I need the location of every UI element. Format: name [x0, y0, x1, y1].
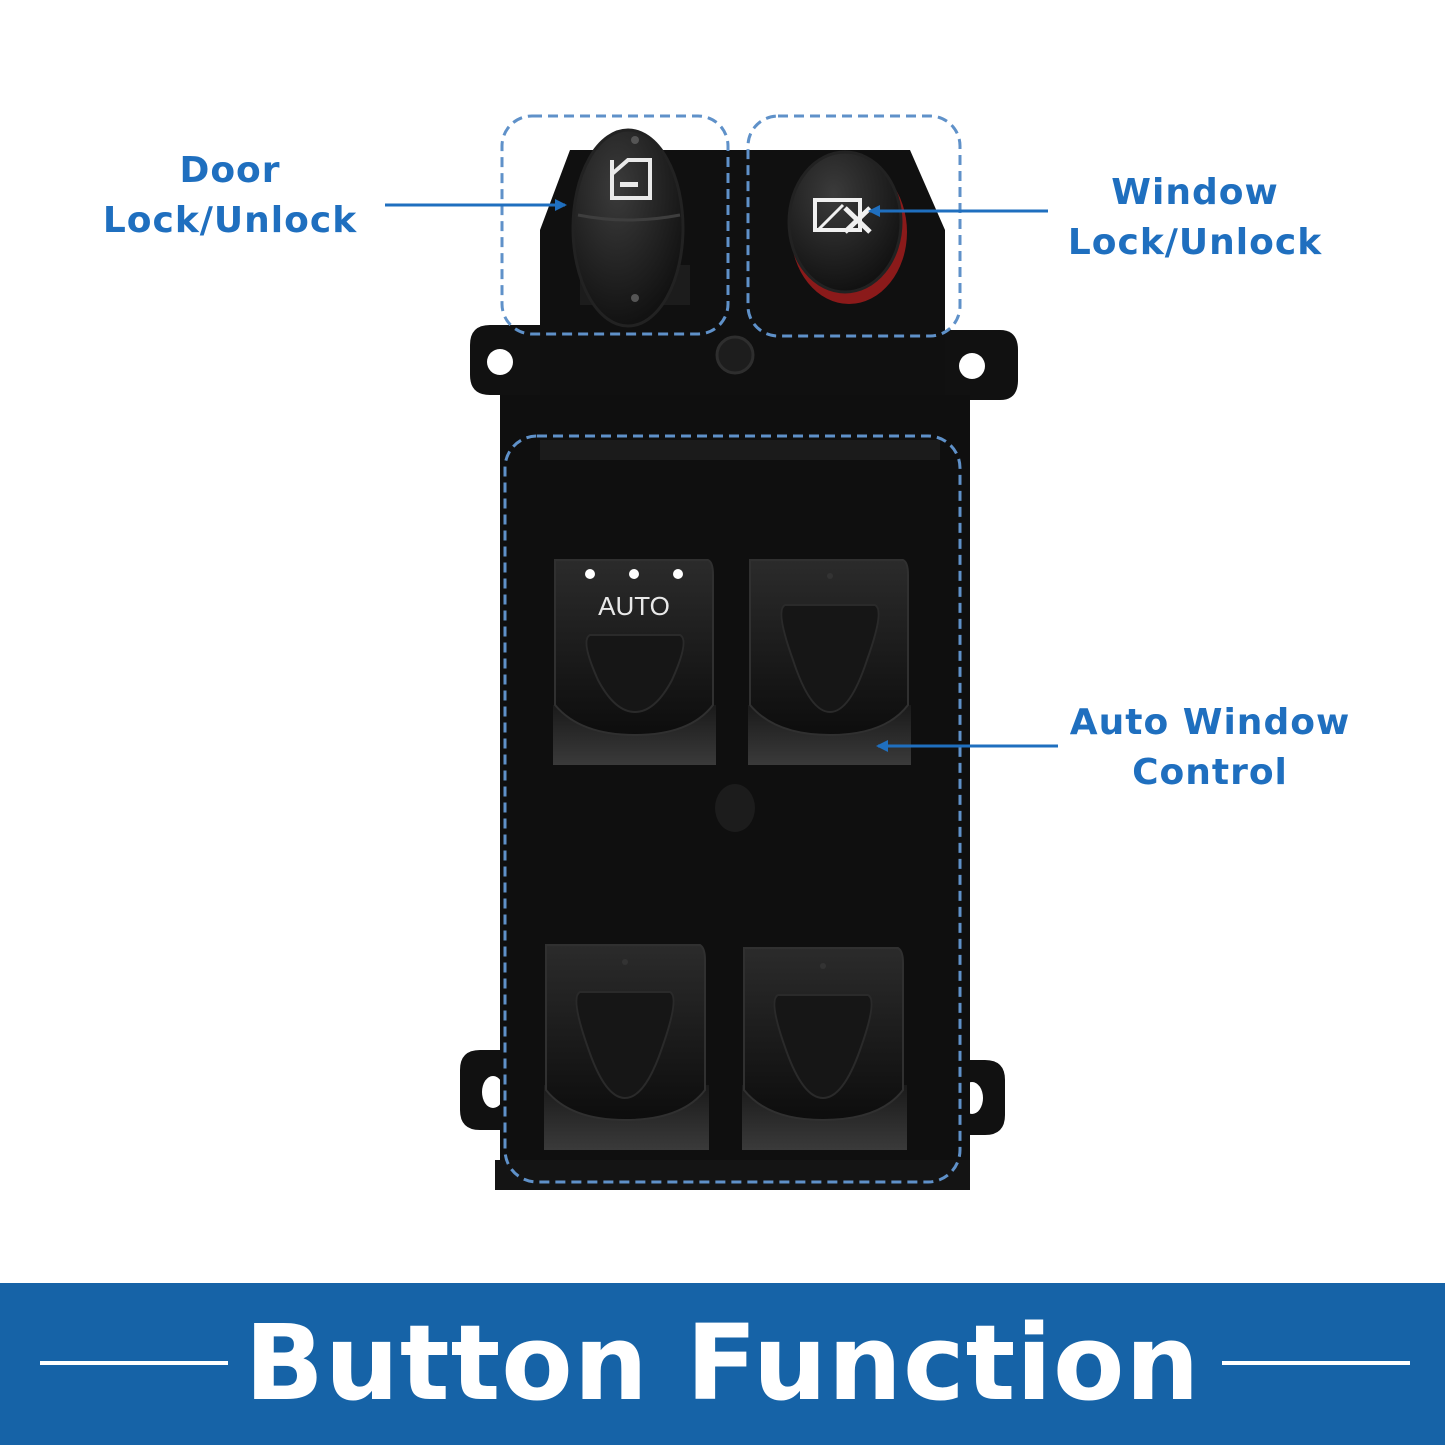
door-lock-highlight [500, 114, 730, 336]
banner-rule-right [1222, 1361, 1410, 1365]
window-switch-rear-right[interactable] [742, 947, 907, 1150]
auto-indicator-dot [629, 569, 639, 579]
window-lock-callout-line1: Window [1111, 172, 1279, 213]
auto-indicator-dot [585, 569, 595, 579]
banner-title: Button Function [244, 1302, 1201, 1424]
window-switch-front-right[interactable] [748, 559, 911, 765]
banner-rule-left [40, 1361, 228, 1365]
window-lock-highlight [746, 114, 962, 338]
door-lock-callout-line1: Door [179, 150, 281, 191]
auto-indicator-dot [673, 569, 683, 579]
mount-hole-upper-right [959, 353, 985, 379]
title-banner: Button Function [0, 1283, 1445, 1445]
window-lock-callout-line2: Lock/Unlock [1067, 222, 1323, 263]
door-lock-callout: Door Lock/Unlock [80, 146, 380, 246]
window-switch-front-left[interactable]: AUTO [553, 559, 716, 765]
auto-window-highlight [503, 434, 962, 1184]
auto-window-callout: Auto Window Control [1060, 698, 1360, 798]
auto-window-callout-line2: Control [1132, 752, 1288, 793]
window-switch-rear-left[interactable] [544, 944, 709, 1150]
switch-housing [460, 150, 1018, 1190]
door-lock-button[interactable] [571, 128, 690, 328]
mount-hole-lower-left [482, 1076, 504, 1108]
window-lock-callout: Window Lock/Unlock [1040, 168, 1350, 268]
auto-window-callout-line1: Auto Window [1069, 702, 1351, 743]
auto-label: AUTO [598, 591, 670, 621]
mount-hole-upper-left [487, 349, 513, 375]
window-lock-icon [813, 198, 872, 234]
door-lock-callout-line2: Lock/Unlock [102, 200, 358, 241]
car-door-icon [610, 158, 652, 200]
window-lock-button[interactable] [787, 150, 907, 304]
